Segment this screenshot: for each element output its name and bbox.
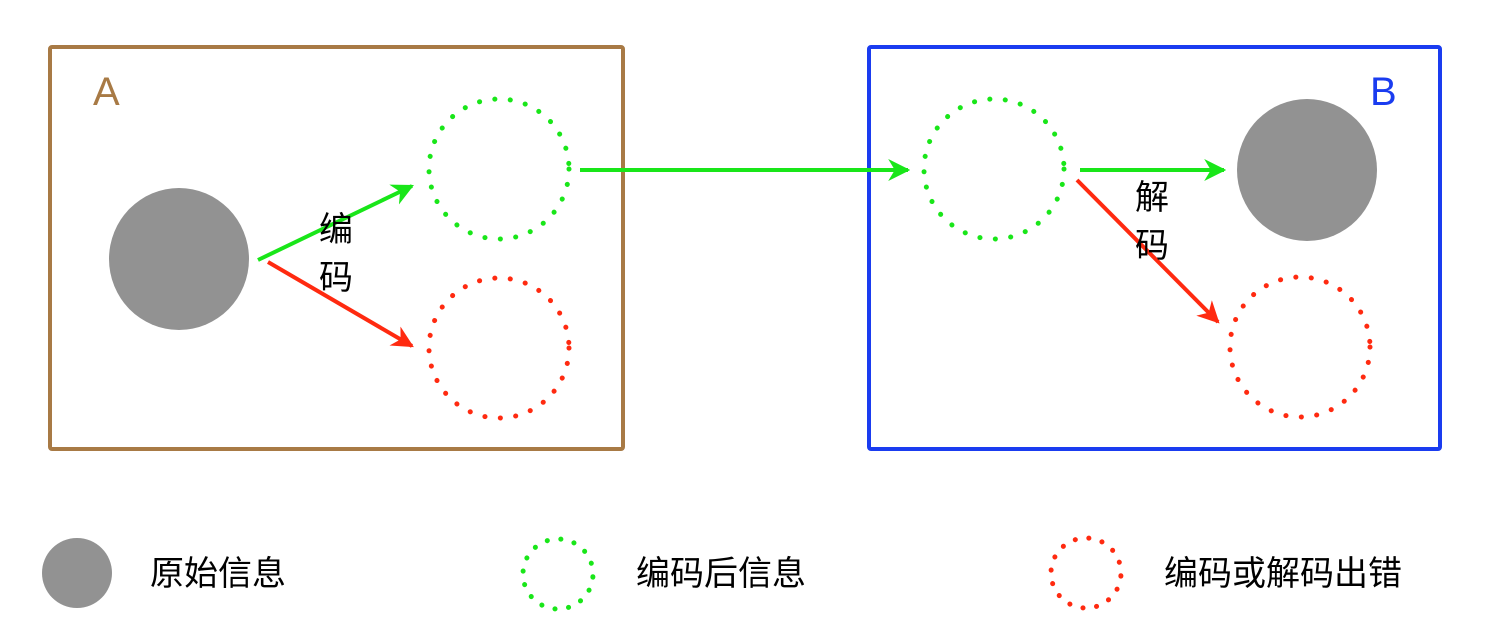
encode-char-1: 编 — [319, 210, 353, 250]
legend-item-encoded: 编码后信息 — [636, 554, 806, 594]
box-b-label: B — [1370, 70, 1397, 114]
decode-char-2: 码 — [1135, 226, 1169, 266]
box-a-label: A — [93, 70, 120, 114]
box-a — [48, 45, 625, 451]
original-info-node-b — [1237, 99, 1377, 241]
legend-item-original: 原始信息 — [150, 554, 286, 594]
error-node-b — [1227, 274, 1373, 420]
error-node-a — [426, 275, 572, 421]
decode-label: 解 码 — [1132, 174, 1172, 270]
legend-item-error: 编码或解码出错 — [1164, 554, 1402, 594]
legend-encoded-icon — [520, 536, 596, 612]
box-b — [867, 45, 1442, 451]
legend-error-icon — [1048, 535, 1124, 611]
encode-char-2: 码 — [319, 258, 353, 298]
encoded-info-node-b — [921, 96, 1067, 242]
legend-original-icon — [42, 538, 112, 608]
encoded-info-node-a — [426, 96, 572, 242]
encode-arrow-success — [257, 184, 414, 262]
encode-arrow-error — [266, 260, 414, 348]
decode-arrow-error — [1075, 178, 1220, 324]
decode-char-1: 解 — [1135, 178, 1169, 218]
encode-label: 编 码 — [316, 206, 356, 302]
original-info-node-a — [109, 188, 249, 330]
